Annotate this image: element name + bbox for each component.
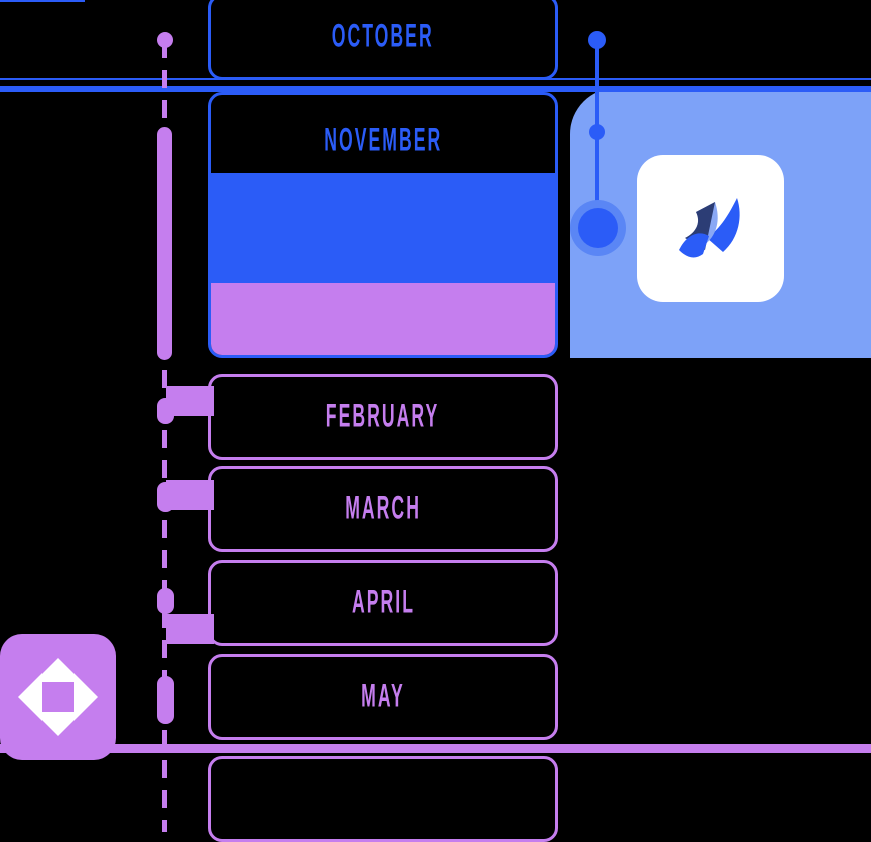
roadmap-card-march[interactable]: MARCH (208, 466, 558, 552)
card-label-february: FEBRUARY (326, 398, 440, 435)
connector-arm-april (166, 614, 214, 644)
guide-line-short (0, 0, 85, 2)
connector-line-blue (595, 40, 599, 240)
roadmap-card-november[interactable]: NOVEMBER (208, 92, 558, 358)
connector-nub-march[interactable] (157, 482, 174, 512)
jira-logo-icon (679, 198, 740, 258)
milestone-dot-blue-top[interactable] (588, 31, 606, 49)
milestone-handle-inner[interactable] (578, 208, 618, 248)
roadmap-card-february[interactable]: FEBRUARY (208, 374, 558, 460)
connector-arm-february (166, 386, 214, 416)
roadmap-card-october[interactable]: OCTOBER (208, 0, 558, 80)
connector-arm-march (166, 480, 214, 510)
milestone-dot-purple-top[interactable] (157, 32, 173, 48)
card-label-march: MARCH (345, 490, 421, 527)
connector-nub-february[interactable] (157, 398, 174, 424)
roadmap-card-may[interactable]: MAY (208, 654, 558, 740)
move-arrows-icon (18, 658, 98, 736)
roadmap-card-next[interactable] (208, 756, 558, 842)
card-fill-blue (211, 173, 555, 283)
card-label-april: APRIL (351, 584, 415, 621)
card-fill-purple (211, 283, 555, 355)
connector-nub-may[interactable] (157, 676, 174, 724)
guide-line-bottom (0, 744, 871, 753)
card-label-october: OCTOBER (331, 18, 434, 55)
connector-nub-april[interactable] (157, 588, 174, 614)
timeline-spine (162, 40, 167, 832)
milestone-dot-blue-mid[interactable] (589, 124, 605, 140)
timeline-range-bar[interactable] (157, 127, 172, 360)
roadmap-card-april[interactable]: APRIL (208, 560, 558, 646)
card-label-may: MAY (361, 678, 405, 715)
guide-line-accent (0, 86, 871, 92)
card-label-november: NOVEMBER (323, 122, 443, 159)
